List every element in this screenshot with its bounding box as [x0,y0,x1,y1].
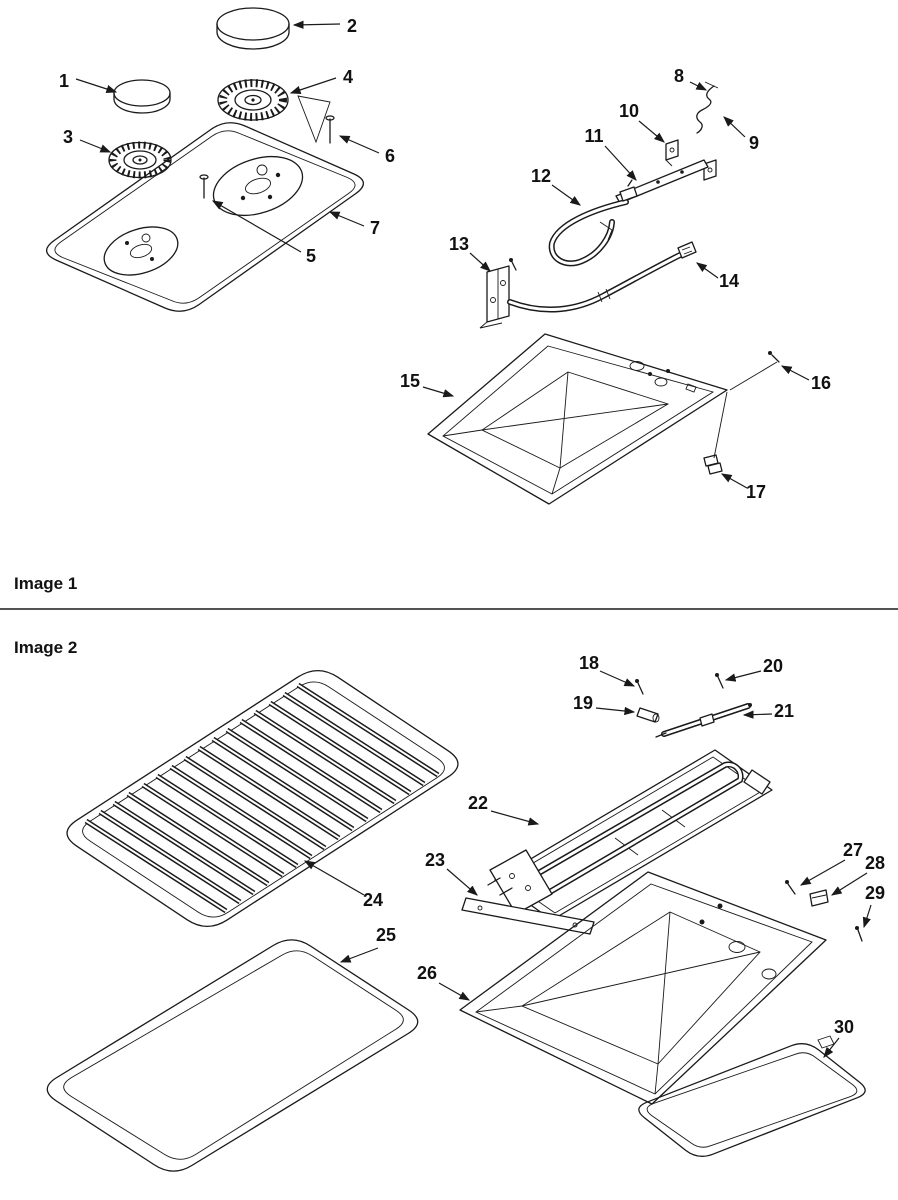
callout-label-16: 16 [811,373,831,393]
callout-24: 24 [303,860,383,910]
screw-27 [785,880,796,895]
callout-label-6: 6 [385,146,395,166]
callout-19: 19 [573,693,636,716]
callout-20: 20 [724,656,783,682]
callout-5: 5 [211,200,316,266]
callout-label-19: 19 [573,693,593,713]
bracket-28 [809,889,829,907]
grill-grate [66,669,459,928]
callout-21: 21 [742,701,794,721]
spacer-19 [636,707,660,723]
screw-18 [635,679,644,695]
burner-head-large [217,79,331,144]
callout-label-28: 28 [865,853,885,873]
callout-label-9: 9 [749,133,759,153]
callout-label-15: 15 [400,371,420,391]
callout-label-8: 8 [674,66,684,86]
burner-cap-small [113,79,171,114]
cooktop-surface [46,122,364,312]
bottom-tray [638,1035,866,1157]
callout-label-3: 3 [63,127,73,147]
support-bracket [479,258,517,329]
callout-label-22: 22 [468,793,488,813]
callout-27: 27 [799,840,863,886]
callout-label-18: 18 [579,653,599,673]
drip-pan [46,939,419,1172]
callout-label-23: 23 [425,850,445,870]
burner-cap-large [216,7,290,50]
burner-opening-small [103,226,179,276]
burner-head-small [108,141,172,179]
callout-10: 10 [619,101,665,143]
burner-box-1 [427,333,728,505]
cooktop-screw [199,174,209,199]
gas-supply-tube [507,241,697,313]
callout-29: 29 [862,883,885,929]
callout-label-25: 25 [376,925,396,945]
callout-label-26: 26 [417,963,437,983]
element-rail [461,897,595,935]
callout-8: 8 [674,66,708,91]
callout-label-4: 4 [343,67,353,87]
callout-23: 23 [425,850,478,896]
callout-13: 13 [449,234,491,272]
callout-label-2: 2 [347,16,357,36]
callout-label-1: 1 [59,71,69,91]
callout-label-10: 10 [619,101,639,121]
callout-label-12: 12 [531,166,551,186]
callout-3: 3 [63,127,112,153]
image2-caption: Image 2 [14,638,77,657]
callout-label-5: 5 [306,246,316,266]
callout-label-7: 7 [370,218,380,238]
igniter-tube-21 [655,703,752,738]
callout-label-11: 11 [584,126,603,146]
callout-14: 14 [696,262,739,291]
callout-2: 2 [292,16,357,36]
flex-loop-tube [548,179,638,267]
callout-28: 28 [830,853,885,896]
burner-opening-large [212,155,304,217]
callout-12: 12 [531,166,581,206]
callout-label-27: 27 [843,840,863,860]
callout-label-20: 20 [763,656,783,676]
callout-22: 22 [468,793,540,826]
callout-label-30: 30 [834,1017,854,1037]
screw-20 [715,673,724,689]
callout-30: 30 [823,1017,854,1058]
callout-4: 4 [289,67,353,94]
callout-7: 7 [328,211,380,238]
callout-15: 15 [400,371,455,398]
callout-25: 25 [339,925,396,963]
callout-label-14: 14 [719,271,739,291]
grate-bars [84,682,440,914]
image2-exploded-view: 18 19 20 21 22 23 24 25 [46,653,885,1172]
image1-exploded-view: 1 2 3 4 5 6 7 8 [46,7,831,505]
igniter-wire [696,81,719,134]
callout-26: 26 [417,963,471,1001]
callout-label-24: 24 [363,890,383,910]
image1-caption: Image 1 [14,574,77,593]
screw-29 [855,926,863,942]
valve-pin [325,115,335,144]
callout-label-21: 21 [774,701,794,721]
callout-1: 1 [59,71,118,94]
callout-11: 11 [584,126,637,181]
callout-label-17: 17 [746,482,766,502]
callout-17: 17 [720,473,766,502]
grill-element [487,749,773,921]
box-screw [729,351,780,391]
callout-9: 9 [723,116,759,153]
callout-18: 18 [579,653,636,687]
callout-6: 6 [338,135,395,166]
callout-label-13: 13 [449,234,469,254]
callout-16: 16 [780,365,831,393]
box-clip [703,391,728,475]
callout-label-29: 29 [865,883,885,903]
